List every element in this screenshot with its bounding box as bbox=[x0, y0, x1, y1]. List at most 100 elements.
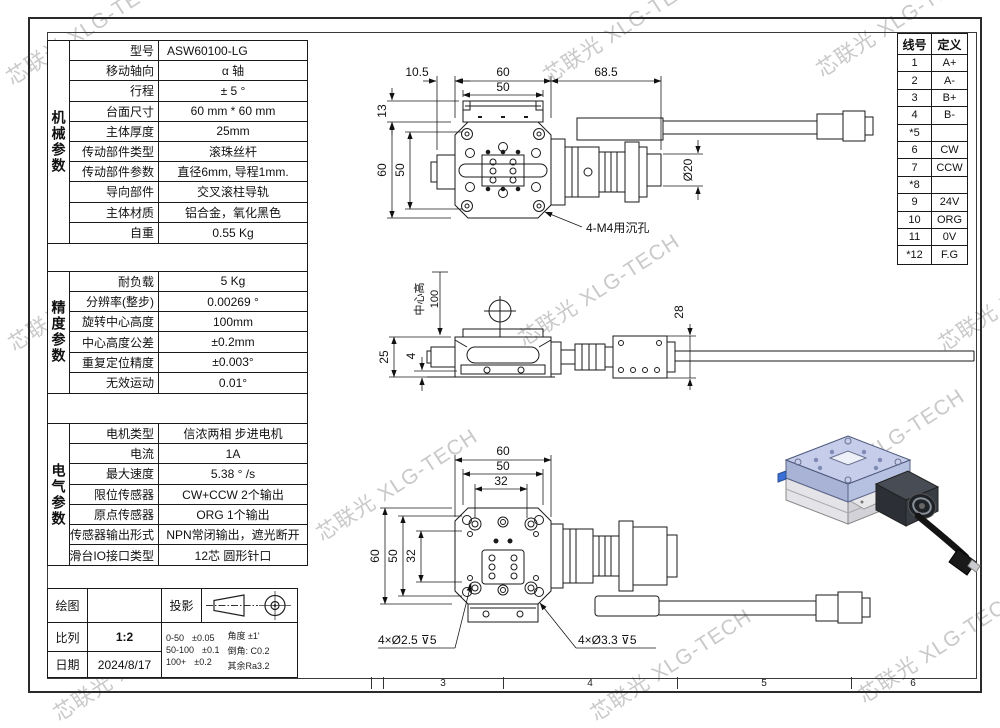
title-block: 绘图 投影 比列 1:2 0-50±0.05 50-100±0.1 100+±0… bbox=[47, 588, 298, 678]
spec-value: 0.55 Kg bbox=[212, 225, 254, 240]
draw-value bbox=[88, 589, 162, 622]
spec-value: 铝合金，氧化黑色 bbox=[184, 205, 281, 220]
spec-value: 0.01° bbox=[218, 375, 248, 390]
spec-row: 自重 0.55 Kg bbox=[70, 222, 307, 243]
wire-definition: 24V bbox=[939, 196, 960, 209]
tol-range: 100+ bbox=[166, 657, 187, 667]
svg-text:4: 4 bbox=[404, 352, 418, 359]
spec-label: 移动轴向 bbox=[70, 61, 159, 81]
wire-number: 11 bbox=[898, 228, 932, 246]
zone-label: 4 bbox=[587, 678, 593, 689]
zone-label: 5 bbox=[761, 678, 767, 689]
svg-text:Ø20: Ø20 bbox=[681, 158, 695, 181]
tol-note: 倒角: C0.2 bbox=[227, 645, 270, 656]
wire-number: *8 bbox=[898, 176, 932, 194]
spec-label: 重复定位精度 bbox=[70, 352, 159, 372]
svg-text:50: 50 bbox=[496, 459, 510, 473]
top-view-dimensions bbox=[387, 76, 703, 228]
spec-value: 5.38 ° /s bbox=[210, 466, 256, 481]
spec-label: 无效运动 bbox=[70, 372, 159, 393]
spec-value: 滚珠丝杆 bbox=[208, 145, 257, 160]
wire-number: 7 bbox=[898, 159, 932, 176]
svg-text:中心高: 中心高 bbox=[412, 283, 426, 316]
spec-value: ±0.2mm bbox=[211, 335, 255, 350]
zone-tick bbox=[503, 677, 504, 689]
projection-label: 投影 bbox=[162, 589, 202, 622]
wire-table-header: 线号定义 bbox=[898, 34, 967, 55]
spec-value: 60 mm * 60 mm bbox=[190, 104, 276, 119]
spec-value: 5 Kg bbox=[220, 274, 246, 289]
tol-value: ±0.2 bbox=[194, 657, 212, 667]
svg-text:28: 28 bbox=[672, 305, 686, 319]
svg-text:60: 60 bbox=[496, 444, 510, 458]
spec-label: 自重 bbox=[70, 222, 159, 243]
front-view bbox=[426, 296, 975, 379]
tol-note: 其余Ra3.2 bbox=[227, 660, 270, 671]
spec-value: ±0.003° bbox=[212, 355, 254, 370]
spec-row: 耐负载 5 Kg bbox=[70, 271, 307, 293]
svg-text:68.5: 68.5 bbox=[594, 65, 618, 79]
spec-label: 电机类型 bbox=[70, 424, 159, 444]
spec-value: 直径6mm, 导程1mm. bbox=[177, 165, 289, 180]
spec-value: 交叉滚柱导轨 bbox=[196, 185, 269, 200]
top-view-dim-labels: 10.5 60 50 68.5 13 60 50 Ø20 4-M4用沉孔 bbox=[375, 65, 695, 235]
svg-text:60: 60 bbox=[496, 65, 510, 79]
wire-definition: A+ bbox=[942, 57, 957, 70]
front-view-dimensions bbox=[389, 271, 696, 391]
bottom-view bbox=[454, 507, 871, 624]
spec-value: 12芯 圆形针口 bbox=[194, 548, 272, 563]
spec-value: 25mm bbox=[216, 124, 250, 139]
wire-row: 9 24V bbox=[898, 194, 967, 212]
wire-number: 10 bbox=[898, 211, 932, 228]
svg-text:50: 50 bbox=[496, 80, 510, 94]
zone-tick bbox=[851, 677, 852, 689]
spec-label: 原点传感器 bbox=[70, 504, 159, 524]
wire-number: 4 bbox=[898, 107, 932, 124]
wire-row: 10 ORG bbox=[898, 211, 967, 229]
wire-col-definition: 定义 bbox=[937, 37, 962, 52]
spec-value: NPN常闭输出，遮光断开 bbox=[166, 528, 300, 543]
zone-label: 6 bbox=[910, 678, 916, 689]
spec-label: 传动部件参数 bbox=[70, 162, 159, 182]
product-3d-render bbox=[777, 435, 981, 576]
wire-definition bbox=[932, 125, 967, 141]
wire-definition: ORG bbox=[936, 213, 963, 226]
spec-value: 100mm bbox=[212, 314, 253, 329]
wire-definition: CW bbox=[940, 144, 959, 157]
wire-number: *5 bbox=[898, 124, 932, 141]
tol-value: ±0.1 bbox=[202, 645, 220, 655]
date-label: 日期 bbox=[48, 651, 88, 677]
spec-label: 台面尺寸 bbox=[70, 101, 159, 121]
wire-definition: F.G bbox=[940, 248, 959, 261]
engineering-drawing-views: 10.5 60 50 68.5 13 60 50 Ø20 4-M4用沉孔 bbox=[368, 65, 981, 649]
spec-label: 型号 bbox=[70, 41, 159, 61]
spec-label: 电流 bbox=[70, 444, 159, 464]
front-view-dim-labels: 中心高 100 25 4 28 bbox=[377, 283, 686, 364]
zone-tick bbox=[677, 677, 678, 689]
svg-text:100: 100 bbox=[429, 290, 441, 308]
spec-row: 移动轴向 α 轴 bbox=[70, 61, 307, 82]
spec-row: 主体材质铝合金，氧化黑色 bbox=[70, 202, 307, 223]
wire-row: 1 A+ bbox=[898, 55, 967, 73]
spec-label: 耐负载 bbox=[70, 271, 159, 292]
wire-definition: A- bbox=[944, 74, 955, 87]
spec-row: 无效运动 0.01° bbox=[70, 372, 307, 393]
wire-number: 9 bbox=[898, 194, 932, 211]
svg-text:13: 13 bbox=[375, 104, 389, 118]
wire-number: 1 bbox=[898, 55, 932, 72]
spec-value: α 轴 bbox=[221, 64, 245, 79]
svg-text:60: 60 bbox=[375, 163, 389, 177]
spec-value: ORG 1个输出 bbox=[196, 507, 270, 522]
